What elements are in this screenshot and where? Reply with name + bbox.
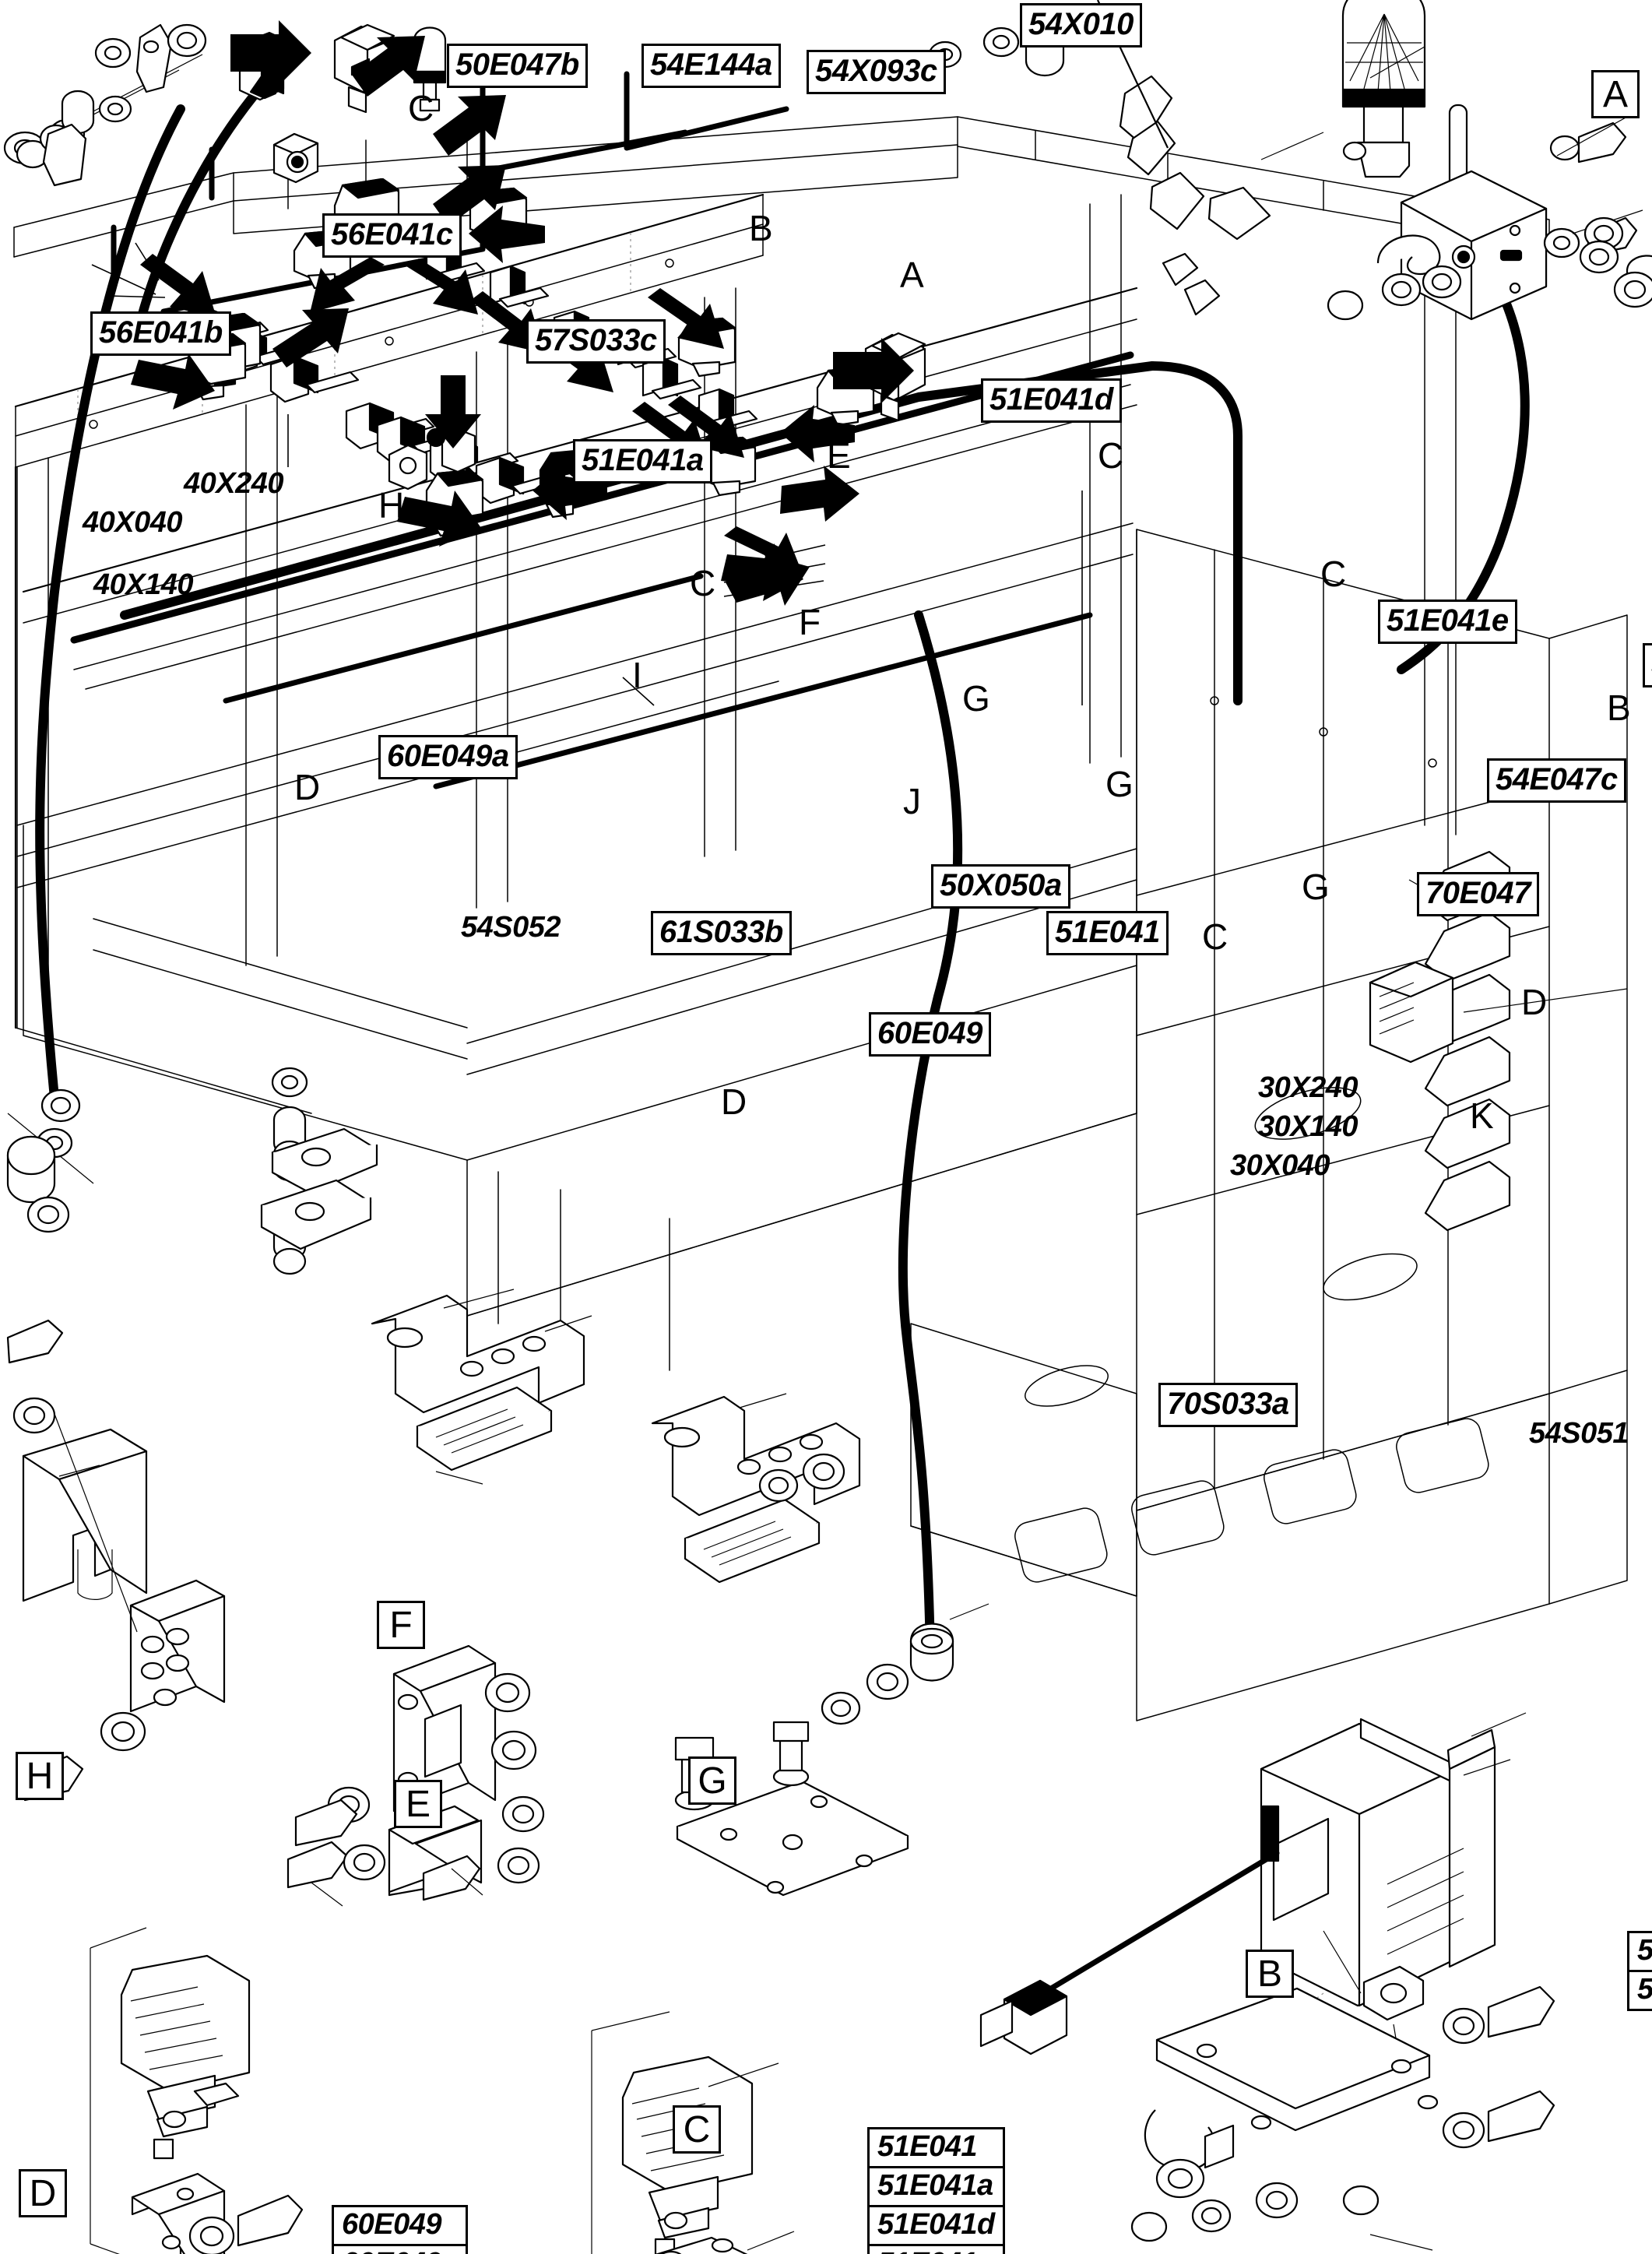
- detail-tag-E: E: [394, 1780, 442, 1828]
- callout-letter-C: C: [1098, 435, 1124, 476]
- detail-a-beacon: [1090, 0, 1638, 321]
- part-text-30X240: 30X240: [1258, 1071, 1359, 1104]
- work-lamps: [188, 23, 926, 537]
- center-mounting-plate: [674, 1721, 909, 1897]
- callout-letter-D: D: [1521, 982, 1548, 1022]
- callout-letter-A: A: [900, 255, 924, 295]
- part-list-item-54E144: 54E144: [1627, 1931, 1652, 1972]
- detail-tag-C: C: [673, 2105, 721, 2154]
- part-text-54S051: 54S051: [1529, 1417, 1629, 1450]
- wiring-harness: [35, 71, 1530, 1655]
- callout-letter-G: G: [1302, 867, 1330, 907]
- part-label-51E041e: 51E041e: [1378, 600, 1517, 644]
- callout-letter-J: J: [903, 781, 921, 821]
- part-list-item-60E049a: 60E049a: [332, 2244, 468, 2254]
- part-list-item-51E041e: 51E041e: [867, 2244, 1005, 2254]
- callout-letter-C: C: [1320, 554, 1347, 594]
- callout-letter-B: B: [1607, 687, 1631, 728]
- callout-letter-D: D: [721, 1081, 747, 1122]
- part-list-item-51E041: 51E041: [867, 2127, 1005, 2168]
- detail-tag-H: H: [16, 1752, 64, 1800]
- part-label-70E047: 70E047: [1417, 872, 1539, 916]
- part-list-item-51E041a: 51E041a: [867, 2166, 1005, 2207]
- callout-letter-D: D: [294, 767, 321, 807]
- callout-arrows: [131, 20, 914, 606]
- part-text-30X040: 30X040: [1230, 1149, 1330, 1182]
- part-label-51E041: 51E041: [1046, 911, 1169, 955]
- list-D: 60E04960E049a70E047: [332, 2205, 468, 2254]
- bottom-exploded-parts: [6, 1067, 378, 1275]
- detail-h-cover: [6, 1319, 226, 1802]
- part-label-54E047c: 54E047c: [1487, 758, 1626, 803]
- part-label-50X050a: 50X050a: [931, 864, 1070, 909]
- part-label-60E049a: 60E049a: [378, 735, 518, 779]
- mid-bottom-fasteners: [821, 1603, 989, 1725]
- callout-letter-I: I: [632, 655, 642, 695]
- callout-letter-C: C: [408, 88, 434, 128]
- callout-letter-K: K: [1470, 1095, 1494, 1136]
- callout-letter-H: H: [378, 485, 405, 526]
- detail-g-bracket: [651, 1393, 861, 1584]
- part-label-50E047b: 50E047b: [447, 44, 588, 88]
- part-text-30X140: 30X140: [1258, 1110, 1359, 1143]
- callout-letter-C: C: [1202, 916, 1228, 957]
- part-label-54E144: 54E144: [1643, 643, 1652, 687]
- bottom-right-mount: [1130, 1930, 1555, 2251]
- part-text-40X040: 40X040: [83, 506, 183, 539]
- detail-tag-A: A: [1591, 70, 1640, 118]
- part-label-56E041b: 56E041b: [90, 311, 231, 356]
- part-list-item-54E144a: 54E144a: [1627, 1970, 1652, 2011]
- detail-d-lamp: [90, 1805, 540, 2254]
- callout-letter-F: F: [799, 602, 821, 642]
- part-label-51E041d: 51E041d: [981, 378, 1122, 423]
- part-label-60E049: 60E049: [869, 1012, 991, 1057]
- callout-letter-G: G: [962, 678, 990, 719]
- detail-tag-G: G: [688, 1756, 736, 1805]
- part-label-56E041c: 56E041c: [322, 213, 462, 258]
- part-text-54S052: 54S052: [461, 911, 561, 944]
- callout-letter-C: C: [690, 563, 716, 603]
- part-text-40X240: 40X240: [184, 467, 284, 500]
- part-label-54X010: 54X010: [1020, 3, 1142, 47]
- part-list-item-60E049: 60E049: [332, 2205, 468, 2246]
- part-label-70S033a: 70S033a: [1158, 1383, 1298, 1427]
- detail-tag-B: B: [1246, 1950, 1294, 1998]
- part-label-61S033b: 61S033b: [651, 911, 792, 955]
- detail-tag-D: D: [19, 2169, 67, 2217]
- leader-lines: [91, 242, 1083, 706]
- part-label-54E144a: 54E144a: [641, 44, 781, 88]
- callout-letter-E: E: [827, 435, 851, 476]
- callout-letter-G: G: [1105, 764, 1134, 804]
- part-list-item-51E041d: 51E041d: [867, 2205, 1005, 2246]
- detail-b-controlbox: [979, 1712, 1527, 2072]
- exploded-fasteners-topleft: [3, 23, 207, 187]
- detail-tag-F: F: [377, 1601, 425, 1649]
- detail-f-bracket: [371, 1289, 592, 1485]
- part-label-51E041a: 51E041a: [573, 439, 712, 484]
- part-text-40X140: 40X140: [93, 568, 194, 601]
- part-label-54X093c: 54X093c: [807, 50, 946, 94]
- list-C: 51E04151E041a51E041d51E041e54E047c56E041…: [867, 2127, 1005, 2254]
- list-B: 54E14454E144a: [1627, 1931, 1652, 2011]
- part-label-57S033c: 57S033c: [526, 319, 666, 364]
- callout-letter-B: B: [749, 208, 773, 248]
